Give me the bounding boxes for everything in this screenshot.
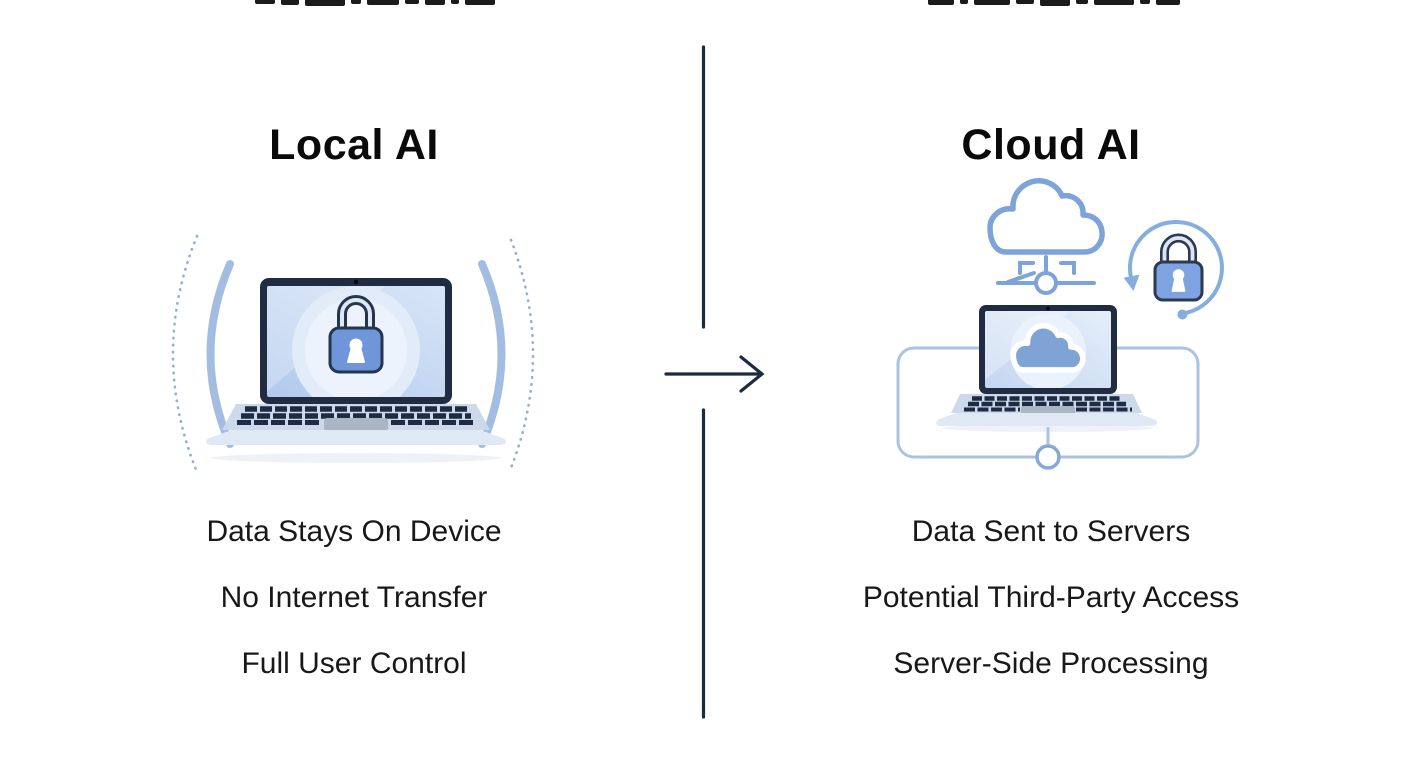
feature-item: Potential Third-Party Access — [862, 581, 1240, 614]
cloud-ai-features: Data Sent to Servers Potential Third-Par… — [771, 499, 1331, 697]
feature-item: No Internet Transfer — [220, 581, 488, 614]
feature-item: Server-Side Processing — [893, 647, 1209, 680]
feature-item: Data Stays On Device — [206, 515, 502, 548]
local-ai-title: Local AI — [269, 120, 439, 169]
feature-item: Data Sent to Servers — [911, 515, 1191, 548]
feature-item: Full User Control — [241, 647, 467, 680]
laptop-icon — [206, 278, 506, 463]
cropped-top-text-right — [928, 0, 1180, 6]
signal-arcs-icon — [171, 234, 535, 474]
cloud-ai-illustration — [896, 178, 1224, 470]
arrow-right-icon — [664, 355, 765, 393]
cloud-ai-title: Cloud AI — [961, 120, 1141, 169]
network-nodes-icon — [996, 255, 1096, 295]
lock-icon — [1153, 233, 1204, 302]
local-ai-features: Data Stays On Device No Internet Transfe… — [74, 499, 634, 697]
sync-arrows-icon — [1123, 220, 1224, 320]
laptop-icon — [936, 305, 1157, 432]
cloud-icon — [987, 178, 1105, 255]
cloud-icon — [1010, 323, 1086, 373]
lock-icon — [328, 295, 384, 374]
loop-node — [1035, 427, 1061, 470]
cropped-top-text-left — [255, 0, 495, 6]
local-ai-illustration — [171, 234, 535, 474]
